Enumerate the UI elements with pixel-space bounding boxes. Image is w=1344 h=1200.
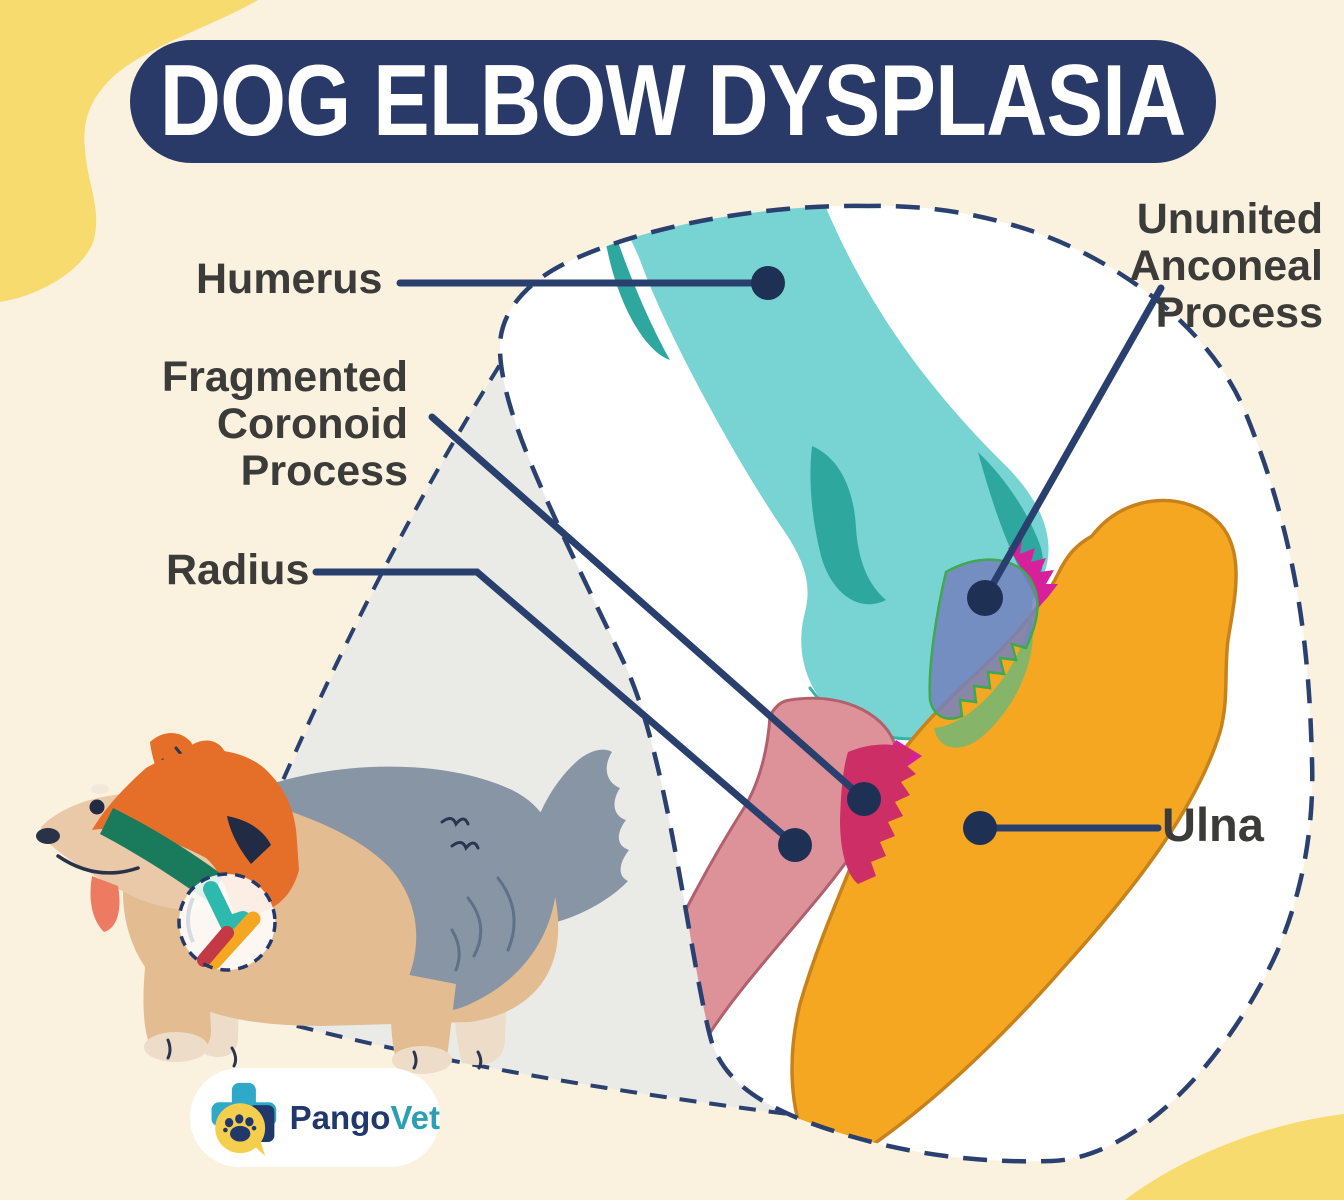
- leader-dots: [751, 266, 1003, 862]
- dog-collar: [100, 808, 224, 901]
- fcp-dot: [847, 782, 881, 816]
- dog-head: [36, 733, 299, 932]
- dog-rear-paw: [392, 1046, 452, 1074]
- title-banner: DOG ELBOW DYSPLASIA: [130, 40, 1216, 163]
- fragmented-coronoid-lesion: [840, 744, 916, 884]
- ulna-label: Ulna: [1162, 798, 1264, 851]
- dog-brow-spot: [91, 784, 109, 794]
- dog-paw-lines: [166, 1038, 483, 1070]
- ununited-anconeal-process-label: Ununited Anconeal Process: [1129, 195, 1323, 337]
- page-title: DOG ELBOW DYSPLASIA: [160, 45, 1187, 157]
- pangovet-wordmark: PangoVet: [290, 1099, 440, 1137]
- corgi-dog-illustration: [36, 733, 629, 1074]
- radius-label: Radius: [166, 546, 310, 594]
- dog-fur-squiggles: [440, 817, 480, 851]
- dog-head-cap: [92, 749, 299, 916]
- elbow-zoom-source-circle: [177, 872, 277, 972]
- anconeal-green-zone: [934, 612, 1033, 748]
- uap-dot: [967, 580, 1003, 616]
- dog-nose: [36, 828, 60, 844]
- radius-leader-line: [312, 568, 799, 849]
- ununited-anconeal-lesion: [928, 558, 1039, 720]
- mini-ulna-bone: [206, 911, 261, 970]
- brand-name-secondary: Vet: [390, 1098, 440, 1136]
- humerus-shading-top: [599, 205, 670, 360]
- dog-collar-patch: [227, 816, 271, 864]
- radius-dot: [778, 828, 812, 862]
- dog-tongue: [90, 876, 120, 932]
- pangovet-logo: PangoVet: [190, 1068, 440, 1167]
- dog-front-paw: [144, 1032, 208, 1062]
- dog-smile: [56, 854, 140, 875]
- anconeal-magenta-zigzag: [1008, 540, 1058, 608]
- mini-radius-bone: [197, 926, 234, 967]
- mini-humerus-bone: [203, 881, 251, 932]
- fcp-leader-line: [428, 413, 868, 803]
- corner-blob-bottom-right: [1125, 1114, 1344, 1200]
- fragmented-coronoid-process-label: Fragmented Coronoid Process: [161, 353, 408, 495]
- zoom-cone-upper-line: [246, 263, 567, 863]
- humerus-dot: [751, 266, 785, 300]
- dog-eye: [89, 799, 105, 815]
- dog-front-near-leg: [143, 928, 212, 1058]
- brand-name-primary: Pango: [289, 1098, 391, 1136]
- ulna-dot: [963, 811, 997, 845]
- humerus-shading-claw: [810, 446, 886, 605]
- corner-blob-top-left: [0, 0, 258, 302]
- elbow-zoom-source-border: [177, 872, 277, 972]
- uap-leader-line: [981, 284, 1165, 602]
- paw-icon: [223, 1113, 257, 1142]
- leader-lines: [312, 279, 1165, 849]
- dog-rear-near-leg: [391, 972, 456, 1071]
- pangovet-logo-icon: [211, 1082, 277, 1156]
- dog-haunch-swirl-lines: [450, 876, 516, 972]
- humerus-label: Humerus: [196, 255, 383, 303]
